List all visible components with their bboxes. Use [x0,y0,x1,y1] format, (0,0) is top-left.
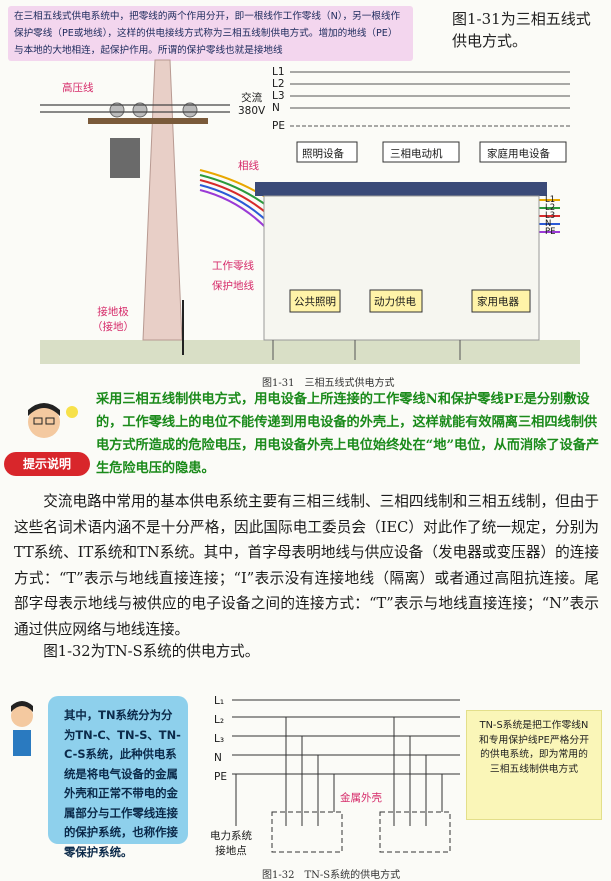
mid-line-l2: L2 [545,203,556,213]
label-neutral: 工作零线 [212,260,254,272]
utility-pole [142,59,183,341]
figure-1-31-caption: 图1-31 三相五线式供电方式 [262,378,395,389]
box-motor-label: 三相电动机 [390,148,443,160]
top-line-l3: L3 [272,90,285,102]
box-home-label: 家庭用电设备 [487,148,550,160]
top-line-n: N [272,102,280,114]
mid-line-n: N [545,219,552,229]
lightbulb-icon [66,406,78,418]
box-light-label: 照明设备 [302,148,344,160]
insulator-1 [109,102,125,118]
intro-callout: 在三相五线式供电系统中，把零线的两个作用分开，即一根线作工作零线（N），另一根线… [8,6,413,61]
mid-line-labels: L1 L2 L3 N PE [545,195,556,237]
box-light [296,141,358,163]
tn-note-left: 其中，TN系统分为分为TN-C、TN-S、TN-C-S系统，此种供电系统是将电气… [48,696,188,859]
top-line-l1: L1 [272,66,285,78]
ground-strip [40,340,580,364]
figure-1-31 [40,59,580,364]
box-public-label: 公共照明 [294,296,336,308]
body-paragraph-1: 交流电路中常用的基本供电系统主要有三相三线制、三相四线制和三相五线制，但由于这些… [14,493,599,638]
top-line-pe: PE [272,120,285,132]
top-line-labels: L1 L2 L3 N PE [272,66,285,132]
label-pe: 保护地线 [212,280,254,292]
label-system-ground: 电力系统 接地点 [210,830,252,857]
crossarm [88,118,208,124]
tn-line-labels: L₁ L₂ L₃ N PE [214,692,227,787]
teacher-avatar [28,403,78,438]
tn-line-l3: L₃ [214,733,225,745]
mid-line-l3: L3 [545,211,556,221]
box-power-label: 动力供电 [374,296,416,308]
tn-line-n: N [214,752,222,764]
building [263,195,540,341]
box-public [289,289,341,313]
transformer [110,138,140,178]
label-metal-shell: 金属外壳 [340,792,382,804]
box-appliance-label: 家用电器 [477,296,519,308]
label-phase: 相线 [238,160,259,172]
label-ac: 交流 380V [238,92,266,117]
label-ground: 接地极 （接地） [92,306,134,333]
mid-line-l1: L1 [545,195,556,205]
tip-text: 采用三相五线制供电方式，用电设备上所连接的工作零线N和保护零线PE是分别敷设的，… [96,392,600,476]
tn-note-right: TN-S系统是把工作零线N和专用保护线PE严格分开的供电系统，即为常用的三相五线… [466,710,602,820]
body-paragraph-2: 图1-32为TN-S系统的供电方式。 [43,643,260,660]
mid-line-pe: PE [545,227,556,237]
figure-1-32 [11,699,460,853]
tn-line-l1: L₁ [214,695,225,707]
side-title: 图1-31为三相五线式供电方式。 [452,10,591,50]
box-appliance [471,289,531,313]
box-motor [382,141,460,163]
insulator-2 [132,102,148,118]
building-roof [255,182,547,196]
tip-label: 提示说明 [4,452,90,476]
box-home [479,141,567,163]
top-line-l2: L2 [272,78,285,90]
label-hv-line: 高压线 [62,82,94,94]
insulator-3 [182,102,198,118]
tn-line-pe: PE [214,771,227,783]
tn-line-l2: L₂ [214,714,225,726]
box-power [369,289,423,313]
figure-1-32-caption: 图1-32 TN-S系统的供电方式 [262,870,401,881]
